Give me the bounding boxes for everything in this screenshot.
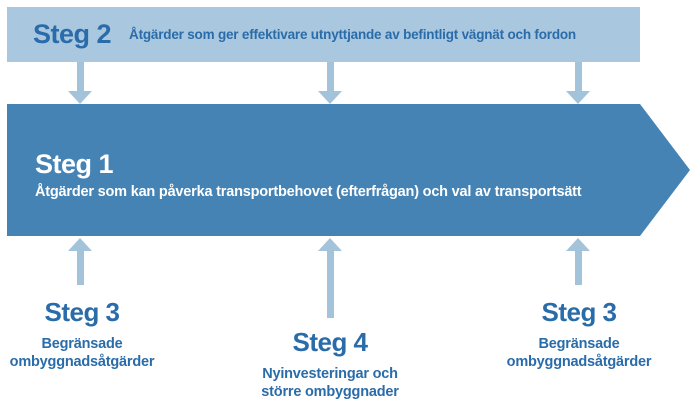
arrow-shaft <box>76 62 84 91</box>
arrow-head-down-icon <box>566 91 590 104</box>
up-arrow-right <box>566 238 590 285</box>
description-line: Begränsade <box>538 335 620 352</box>
steg2-description: Åtgärder som ger effektivare utnyttjande… <box>129 27 576 42</box>
steg1-label: Steg 1 <box>35 148 114 179</box>
description-line: Nyinvesteringar och <box>262 365 398 382</box>
down-arrow-right <box>566 62 590 104</box>
steg2-banner: Steg 2 Åtgärder som ger effektivare utny… <box>7 7 640 62</box>
steg4-block: Steg 4 Nyinvesteringar och större ombygg… <box>220 328 440 401</box>
description-line: större ombyggnader <box>261 383 399 400</box>
arrow-shaft <box>574 251 582 285</box>
steg1-description: Åtgärder som kan påverka transportbehove… <box>35 184 582 201</box>
steg3-right-label: Steg 3 <box>541 297 617 327</box>
steg1-arrow: Steg 1 Åtgärder som kan påverka transpor… <box>7 104 690 236</box>
steg4-label: Steg 4 <box>292 327 368 357</box>
down-arrow-left <box>68 62 92 104</box>
arrow-shaft <box>326 251 334 318</box>
arrow-head-up-icon <box>566 238 590 251</box>
description-line: ombyggnadsåtgärder <box>9 353 155 370</box>
up-arrow-middle <box>318 238 342 318</box>
arrow-head-down-icon <box>318 91 342 104</box>
steg3-left-block: Steg 3 Begränsade ombyggnadsåtgärder <box>0 298 192 371</box>
up-arrow-left <box>68 238 92 285</box>
description-line: Begränsade <box>41 335 123 352</box>
arrow-shaft <box>76 251 84 285</box>
steg4-description: Nyinvesteringar och större ombyggnader <box>220 365 440 402</box>
arrow-shaft <box>574 62 582 91</box>
arrow-head-up-icon <box>68 238 92 251</box>
steg3-left-description: Begränsade ombyggnadsåtgärder <box>0 335 192 372</box>
steg1-content: Steg 1 Åtgärder som kan påverka transpor… <box>35 104 635 236</box>
down-arrow-middle <box>318 62 342 104</box>
arrow-shaft <box>326 62 334 91</box>
steg2-label: Steg 2 <box>33 19 112 49</box>
arrow-head-down-icon <box>68 91 92 104</box>
arrow-head-up-icon <box>318 238 342 251</box>
steg3-right-description: Begränsade ombyggnadsåtgärder <box>469 335 689 372</box>
steg3-right-block: Steg 3 Begränsade ombyggnadsåtgärder <box>469 298 689 371</box>
steg3-left-label: Steg 3 <box>44 297 120 327</box>
right-arrow-shape-icon <box>7 104 690 236</box>
description-line: ombyggnadsåtgärder <box>506 353 652 370</box>
